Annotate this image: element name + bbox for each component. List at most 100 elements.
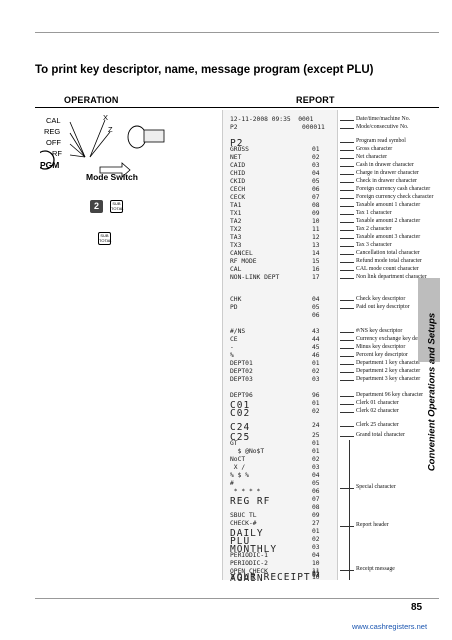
annotation-bracket xyxy=(349,440,353,512)
mode-switch-diagram xyxy=(40,119,165,178)
magnifier-icon xyxy=(40,150,55,170)
annotation-label: Cancellation total character xyxy=(356,250,420,256)
receipt-line-number: 27 xyxy=(312,520,320,527)
receipt-line-number: 13 xyxy=(312,242,320,249)
receipt-line: C24 xyxy=(230,422,251,433)
receipt-line: NET xyxy=(230,154,242,161)
receipt-line-number: 09 xyxy=(312,210,320,217)
receipt-line: # xyxy=(230,480,234,487)
annotation-label: Taxable amount 2 character xyxy=(356,218,421,224)
receipt-line-number: 05 xyxy=(312,178,320,185)
receipt-line: CAL xyxy=(230,266,242,273)
receipt-line-number: 01 xyxy=(312,400,320,407)
receipt-line-number: 02 xyxy=(312,536,320,543)
receipt-line: CHECK-# xyxy=(230,520,257,527)
receipt-line: TX1 xyxy=(230,210,242,217)
annotation-label: Taxable amount 1 character xyxy=(356,202,421,208)
receipt-line: REG RF xyxy=(230,496,271,507)
receipt-line: % $ % xyxy=(230,472,249,479)
receipt-line: PERIODIC-2 xyxy=(230,560,268,567)
side-tab xyxy=(418,278,440,362)
annotation-label: Clerk 25 character xyxy=(356,422,399,428)
annotation-leader xyxy=(340,238,354,239)
annotation-label: Net character xyxy=(356,154,388,160)
receipt-line-number: 03 xyxy=(312,464,320,471)
receipt-line: CECH xyxy=(230,186,246,193)
receipt-line-number: 43 xyxy=(312,328,320,335)
annotation-leader xyxy=(340,340,354,341)
receipt-line-number: 04 xyxy=(312,472,320,479)
annotation-label: Refund mode total character xyxy=(356,258,422,264)
annotation-bracket xyxy=(349,512,353,560)
annotation-leader xyxy=(340,404,354,405)
website-link[interactable]: www.cashregisters.net xyxy=(352,622,428,631)
receipt-line: C25 xyxy=(230,432,251,443)
annotation-label: Department 3 key character xyxy=(356,376,421,382)
receipt-line-number: 01 xyxy=(312,570,320,577)
mode-rf: RF xyxy=(52,149,62,158)
receipt-line: MONTHLY xyxy=(230,544,278,555)
receipt-line-number: 05 xyxy=(312,480,320,487)
annotation-leader xyxy=(340,158,354,159)
annotation-leader xyxy=(340,436,354,437)
annotation-label: Foreign currency check character xyxy=(356,194,434,200)
annotation-leader xyxy=(340,198,354,199)
receipt-line: SBUC TL xyxy=(230,512,257,519)
key-icon xyxy=(127,125,147,149)
receipt-line-number: 04 xyxy=(312,296,320,303)
annotation-label: Mode/consecutive No. xyxy=(356,124,409,130)
receipt-line-number: 10 xyxy=(312,560,320,567)
bottom-rule xyxy=(35,598,439,599)
annotation-label: Foreign currency cash character xyxy=(356,186,431,192)
annotation-leader xyxy=(340,262,354,263)
receipt-line: DEPT96 xyxy=(230,392,253,399)
annotation-leader xyxy=(340,222,354,223)
heading-rule xyxy=(35,107,439,108)
receipt-line: GROSS xyxy=(230,146,249,153)
receipt-line-number: 06 xyxy=(312,312,320,319)
receipt-line: CAID xyxy=(230,162,246,169)
receipt-line-number: 09 xyxy=(312,512,320,519)
receipt-line-number: 03 xyxy=(312,376,320,383)
receipt-line-number: 14 xyxy=(312,250,320,257)
annotation-label: Currency exchange key descriptor xyxy=(356,336,436,342)
annotation-label: Tax 2 character xyxy=(356,226,392,232)
receipt-line-number: 12 xyxy=(312,234,320,241)
annotation-leader xyxy=(340,246,354,247)
receipt-line: CE xyxy=(230,336,238,343)
annotation-label: Cash in drawer character xyxy=(356,162,414,168)
receipt-line-number: 08 xyxy=(312,504,320,511)
annotation-label: Report header xyxy=(356,522,389,528)
receipt-line-number: 03 xyxy=(312,572,320,579)
annotation-label: Clerk 02 character xyxy=(356,408,399,414)
receipt-line: OPEN CHECK xyxy=(230,568,268,575)
annotation-label: Program read symbol xyxy=(356,138,406,144)
annotation-label: Percent key descriptor xyxy=(356,352,408,358)
receipt-line: PLU xyxy=(230,536,251,547)
receipt-line: CHID xyxy=(230,170,246,177)
annotation-label: Department 96 key character xyxy=(356,392,424,398)
receipt-line-number: 07 xyxy=(312,496,320,503)
receipt-line-number: 04 xyxy=(312,170,320,177)
key-2: 2 xyxy=(90,200,103,213)
receipt-line-number: 25 xyxy=(312,432,320,439)
receipt-line: * * * * xyxy=(230,488,261,495)
receipt-line-number: 46 xyxy=(312,352,320,359)
receipt-line-number: 01 xyxy=(312,440,320,447)
mode-z: Z xyxy=(108,125,113,134)
receipt-line-number: 96 xyxy=(312,392,320,399)
side-tab-label: Convenient Operations and Setups xyxy=(426,312,438,472)
receipt-line-number: 03 xyxy=(312,162,320,169)
receipt-line-number: 01 xyxy=(312,146,320,153)
receipt-line: TA2 xyxy=(230,218,242,225)
receipt-line: DEPT02 xyxy=(230,368,253,375)
receipt-line: NON-LINK DEPT xyxy=(230,274,280,281)
annotation-label: Grand total character xyxy=(356,432,405,438)
receipt-line: X / xyxy=(230,464,246,471)
receipt-line-number: 02 xyxy=(312,368,320,375)
receipt-line: YOUR RECEIPT xyxy=(230,572,311,583)
annotation-label: Check in drawer character xyxy=(356,178,417,184)
receipt-line-number: 10 xyxy=(312,574,320,581)
annotation-leader xyxy=(340,308,354,309)
receipt-line: NoCT xyxy=(230,456,246,463)
